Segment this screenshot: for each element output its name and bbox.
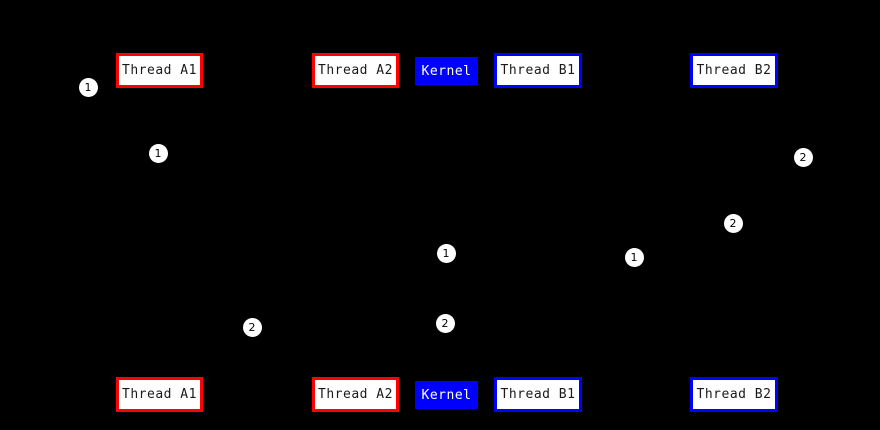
sequence-number-bullet: 1: [624, 247, 644, 267]
participant-label: Kernel: [421, 63, 472, 79]
sequence-number-bullet: 1: [148, 143, 168, 163]
lifeline-thread-a1: [159, 88, 161, 377]
lifeline-thread-b2: [734, 88, 736, 377]
sequence-number-bullet: 2: [793, 147, 813, 167]
participant-label: Thread A1: [122, 63, 197, 78]
participant-box-thread-a1-top: Thread A1: [116, 53, 203, 88]
sequence-number-bullet: 1: [78, 77, 98, 97]
participant-label: Thread B2: [696, 63, 772, 78]
sequence-number-bullet: 2: [723, 213, 743, 233]
participant-label: Thread B2: [696, 387, 772, 402]
message-arrow: [446, 220, 734, 221]
lifeline-thread-b1: [538, 88, 540, 377]
participant-box-thread-b1-top: Thread B1: [494, 53, 582, 88]
message-arrow: [159, 150, 446, 151]
participant-box-thread-a2-top: Thread A2: [312, 53, 399, 88]
participant-box-kernel-bottom: Kernel: [415, 381, 478, 409]
participant-label: Thread B1: [500, 63, 576, 78]
participant-box-thread-b1-bottom: Thread B1: [494, 377, 582, 412]
message-arrow: [355, 325, 446, 326]
participant-box-thread-b2-top: Thread B2: [690, 53, 778, 88]
participant-box-thread-a1-bottom: Thread A1: [116, 377, 203, 412]
lifeline-kernel: [446, 85, 448, 381]
message-arrow: [446, 255, 538, 256]
sequence-number-bullet: 2: [242, 317, 262, 337]
participant-label: Thread A2: [318, 387, 393, 402]
participant-label: Kernel: [421, 387, 472, 403]
participant-box-kernel-top: Kernel: [415, 57, 478, 85]
participant-label: Thread A2: [318, 63, 393, 78]
sequence-number-bullet: 2: [435, 313, 455, 333]
lifeline-thread-a2: [355, 88, 357, 377]
participant-label: Thread B1: [500, 387, 576, 402]
participant-label: Thread A1: [122, 387, 197, 402]
participant-box-thread-a2-bottom: Thread A2: [312, 377, 399, 412]
participant-box-thread-b2-bottom: Thread B2: [690, 377, 778, 412]
sequence-number-bullet: 1: [436, 243, 456, 263]
